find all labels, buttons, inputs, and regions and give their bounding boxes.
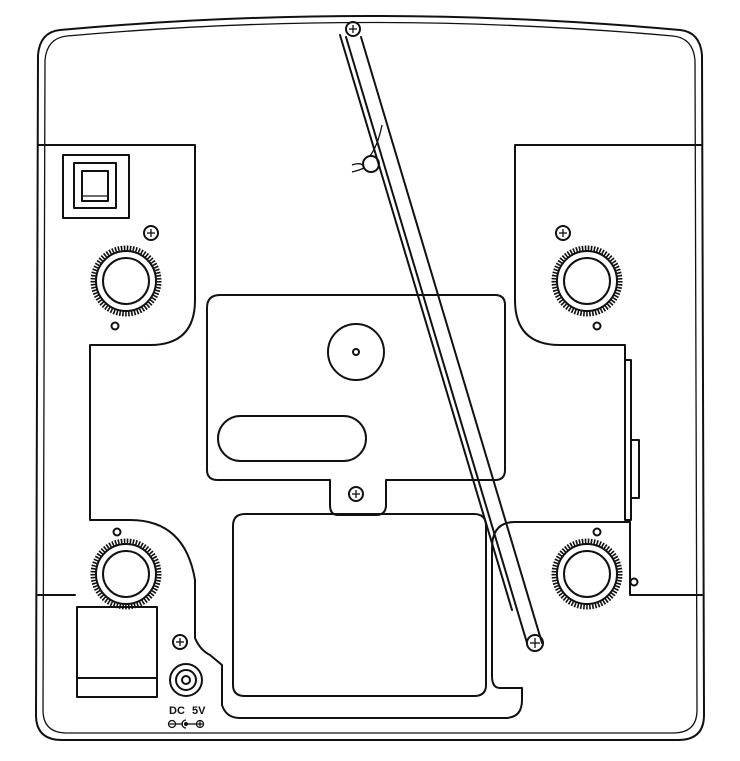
dc-label: DC xyxy=(169,705,185,717)
foot-top-left xyxy=(90,245,162,331)
screw-top-icon xyxy=(345,21,361,37)
screw-cable-end-icon xyxy=(526,634,544,652)
foot-top-right xyxy=(551,245,623,331)
screw-dc-icon xyxy=(172,634,188,650)
voltage-label: 5V xyxy=(192,705,206,717)
side-connector xyxy=(624,359,640,521)
left-upper-panel xyxy=(37,144,703,719)
center-slot xyxy=(217,415,367,462)
center-plate xyxy=(206,294,506,516)
cable xyxy=(339,34,543,644)
foot-bottom-right xyxy=(551,527,639,610)
screw-right-icon xyxy=(555,225,571,241)
housing-outline xyxy=(35,15,705,741)
foot-bottom-left xyxy=(90,527,162,610)
right-upper-panel xyxy=(514,144,703,516)
polarity-symbol-icon xyxy=(167,719,205,729)
power-switch[interactable] xyxy=(62,154,130,219)
left-bottom-box xyxy=(76,606,158,698)
dc-power-jack[interactable] xyxy=(169,663,203,697)
battery-cover xyxy=(232,513,487,697)
center-round-pad xyxy=(327,323,385,381)
screw-battery-icon xyxy=(348,486,364,502)
screw-left-icon xyxy=(143,225,159,241)
